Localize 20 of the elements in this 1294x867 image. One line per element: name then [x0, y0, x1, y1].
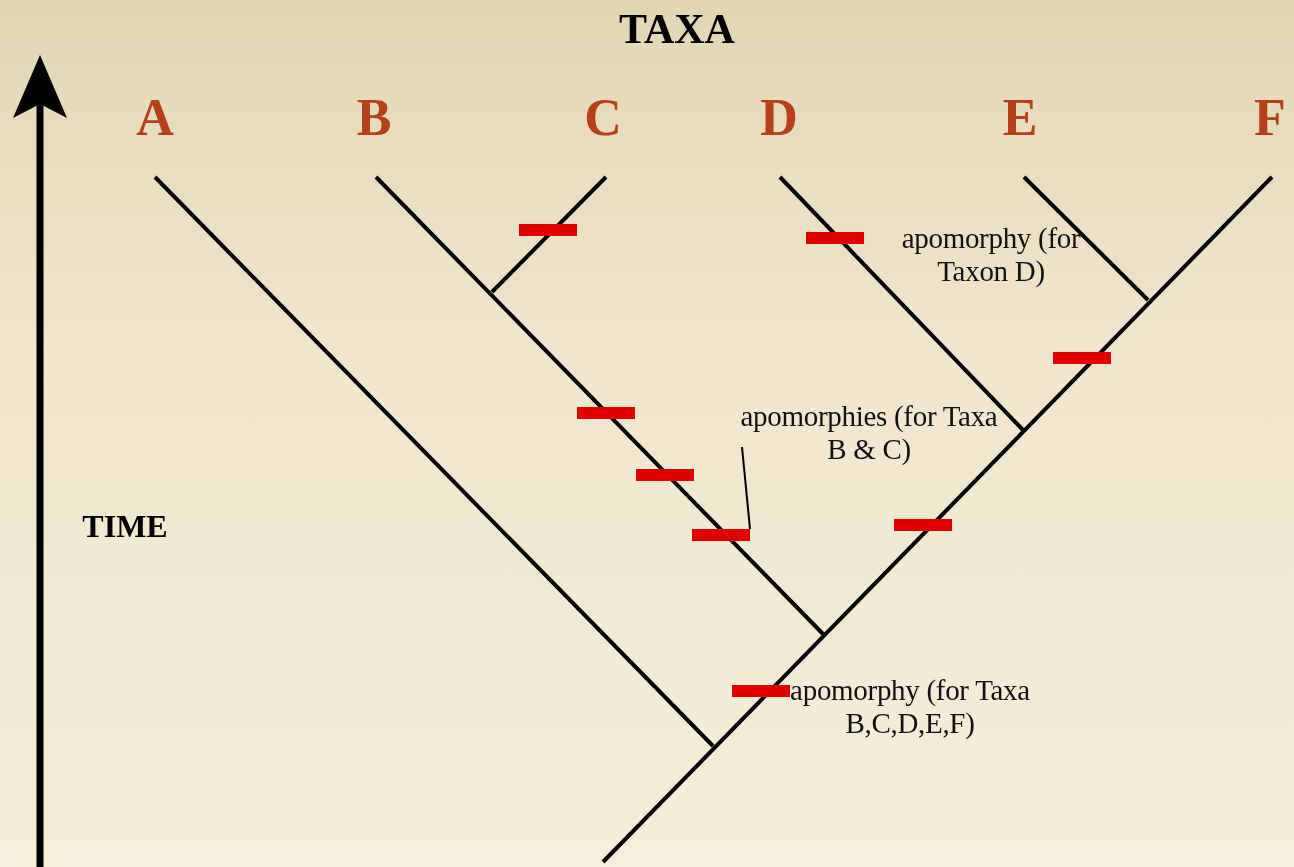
- apomorphy-bar: [732, 685, 790, 697]
- apomorphy-bar: [636, 469, 694, 481]
- axis-label: TIME: [81, 508, 169, 545]
- annotation-text: apomorphy (for Taxon D): [900, 222, 1082, 288]
- taxon-label: E: [1001, 92, 1039, 144]
- taxon-label: D: [759, 92, 799, 144]
- apomorphy-bar: [894, 519, 952, 531]
- taxon-label: A: [135, 92, 175, 144]
- taxon-label: B: [355, 92, 393, 144]
- leader-line: [741, 446, 751, 530]
- apomorphy-bar: [577, 407, 635, 419]
- annotation-text: apomorphies (for Taxa B & C): [738, 400, 1000, 470]
- apomorphy-bar: [1053, 352, 1111, 364]
- apomorphy-bar: [806, 232, 864, 244]
- taxon-label: C: [583, 92, 623, 144]
- apomorphy-bar: [519, 224, 577, 236]
- taxon-label: F: [1253, 92, 1287, 144]
- title: TAXA: [618, 8, 736, 50]
- annotation-text: apomorphy (for Taxa B,C,D,E,F): [789, 674, 1031, 740]
- apomorphy-bar: [692, 529, 750, 541]
